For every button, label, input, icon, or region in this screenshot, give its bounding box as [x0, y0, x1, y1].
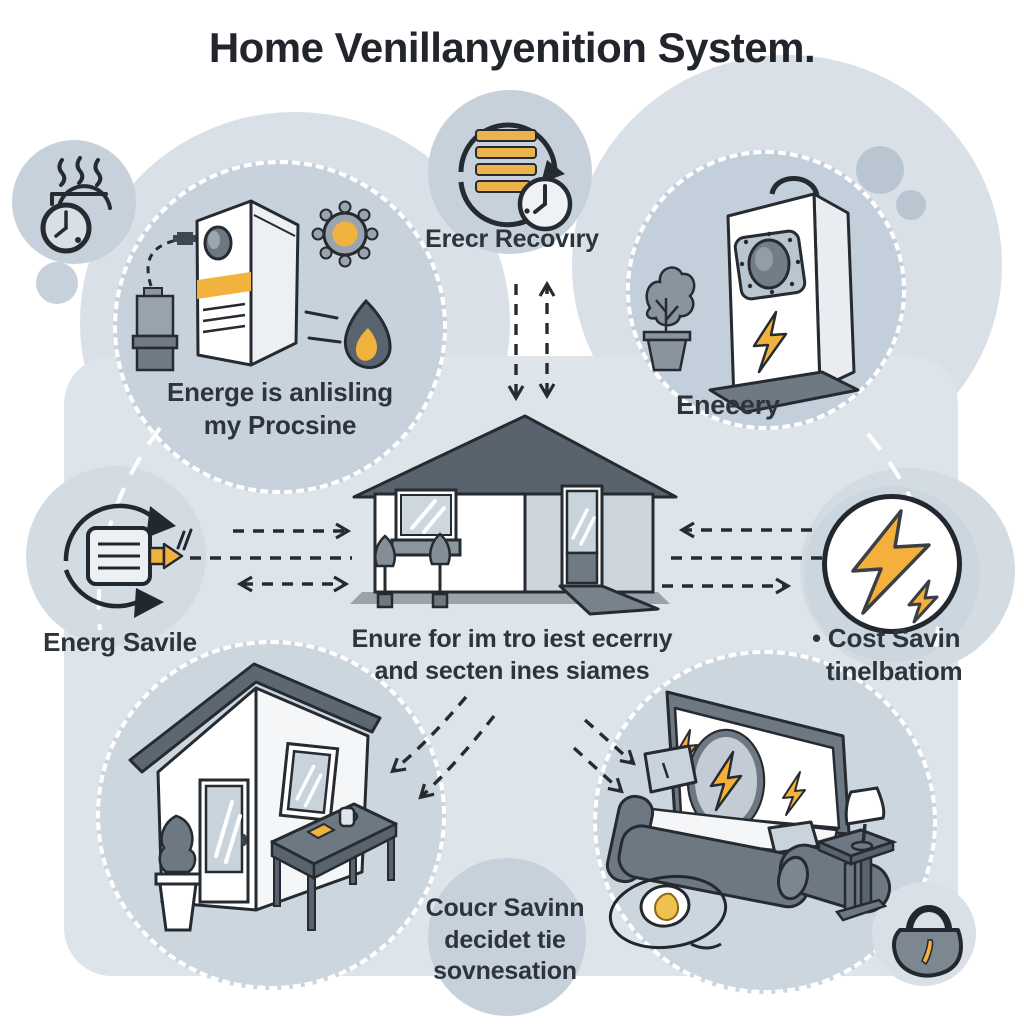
window — [278, 741, 340, 823]
yellow-card — [305, 822, 337, 840]
caption-heat-recovery-unit: Energe is anlisling my Procsine — [130, 376, 430, 442]
caption-line: decidet tie — [444, 925, 566, 954]
lightning-bolt-icon — [782, 771, 806, 816]
air-purifier-illustration — [626, 150, 906, 430]
lightning-bolt-icon — [851, 509, 931, 615]
recirculation-device-icon — [26, 466, 206, 646]
pillow — [643, 744, 698, 794]
caption-line: sovnesation — [433, 957, 577, 985]
ramp — [558, 584, 660, 616]
bubble-small-topright-1 — [856, 146, 904, 194]
heat-clock-icon — [18, 146, 130, 258]
side-table — [814, 828, 898, 922]
caption-line: Energe is anlisling — [167, 377, 393, 407]
house-front-illustration — [340, 398, 680, 628]
caption-line: Enure for im tro iest ecerrıy — [351, 625, 673, 653]
caption-line: Eneeery — [676, 390, 780, 420]
caption-line: Coucr Savinn — [425, 894, 585, 922]
bubble-small-topright-2 — [896, 190, 926, 220]
page-title: Home Venillanyenition System. — [208, 24, 816, 71]
recovery-loop-clock-icon — [428, 90, 592, 254]
eye-doodle-icon — [608, 874, 728, 950]
bubble-small-left — [36, 262, 78, 304]
caption-line: Erecr Recovıry — [425, 225, 599, 253]
gear-icon — [311, 200, 379, 268]
ventilation-unit-illustration — [113, 160, 447, 494]
tree — [374, 534, 396, 609]
lightning-bolt-icon — [907, 579, 939, 624]
lamp — [844, 786, 886, 852]
pitcher — [338, 806, 359, 828]
padlock-icon — [884, 886, 976, 984]
caption-line: Energ Savile — [43, 627, 197, 657]
caption-line: tinelbatiom — [826, 655, 963, 686]
purifier-body — [708, 176, 860, 414]
lightning-bolt-icon — [752, 310, 788, 374]
unit-body — [195, 199, 300, 367]
caption-energy-recovery: Erecr Recovıry — [402, 224, 622, 256]
table — [270, 802, 398, 931]
caption-comfort-note: Coucr Savinn decidet tie sovnesation — [415, 893, 595, 988]
caption-line: • Cost Savin — [812, 623, 961, 653]
tree — [429, 532, 451, 609]
lightning-circle — [822, 494, 962, 634]
sofa-and-mirror-illustration — [593, 650, 937, 994]
door — [560, 484, 604, 588]
caption-house-note: Enure for im tro iest ecerrıy and secten… — [342, 624, 682, 687]
flame-drop-icon — [304, 298, 392, 370]
lightning-bolt-icon — [709, 750, 743, 812]
caption-cost-saving: • Cost Savin tinelbatiom — [812, 622, 1022, 688]
caption-line: and secten ines siames — [374, 656, 650, 685]
gas-canister-icon — [131, 287, 179, 372]
glass-door — [198, 778, 250, 904]
bubble-comfort-note — [428, 858, 586, 1016]
caption-energy-appliance: Eneeery — [618, 388, 838, 422]
cottage-and-table-illustration — [96, 640, 446, 990]
caption-line: my Procsine — [203, 409, 357, 440]
caption-energy-saving: Energ Savile — [20, 626, 220, 659]
potted-plant-icon — [642, 266, 696, 372]
potted-plant-icon — [154, 814, 202, 932]
window — [390, 488, 462, 557]
